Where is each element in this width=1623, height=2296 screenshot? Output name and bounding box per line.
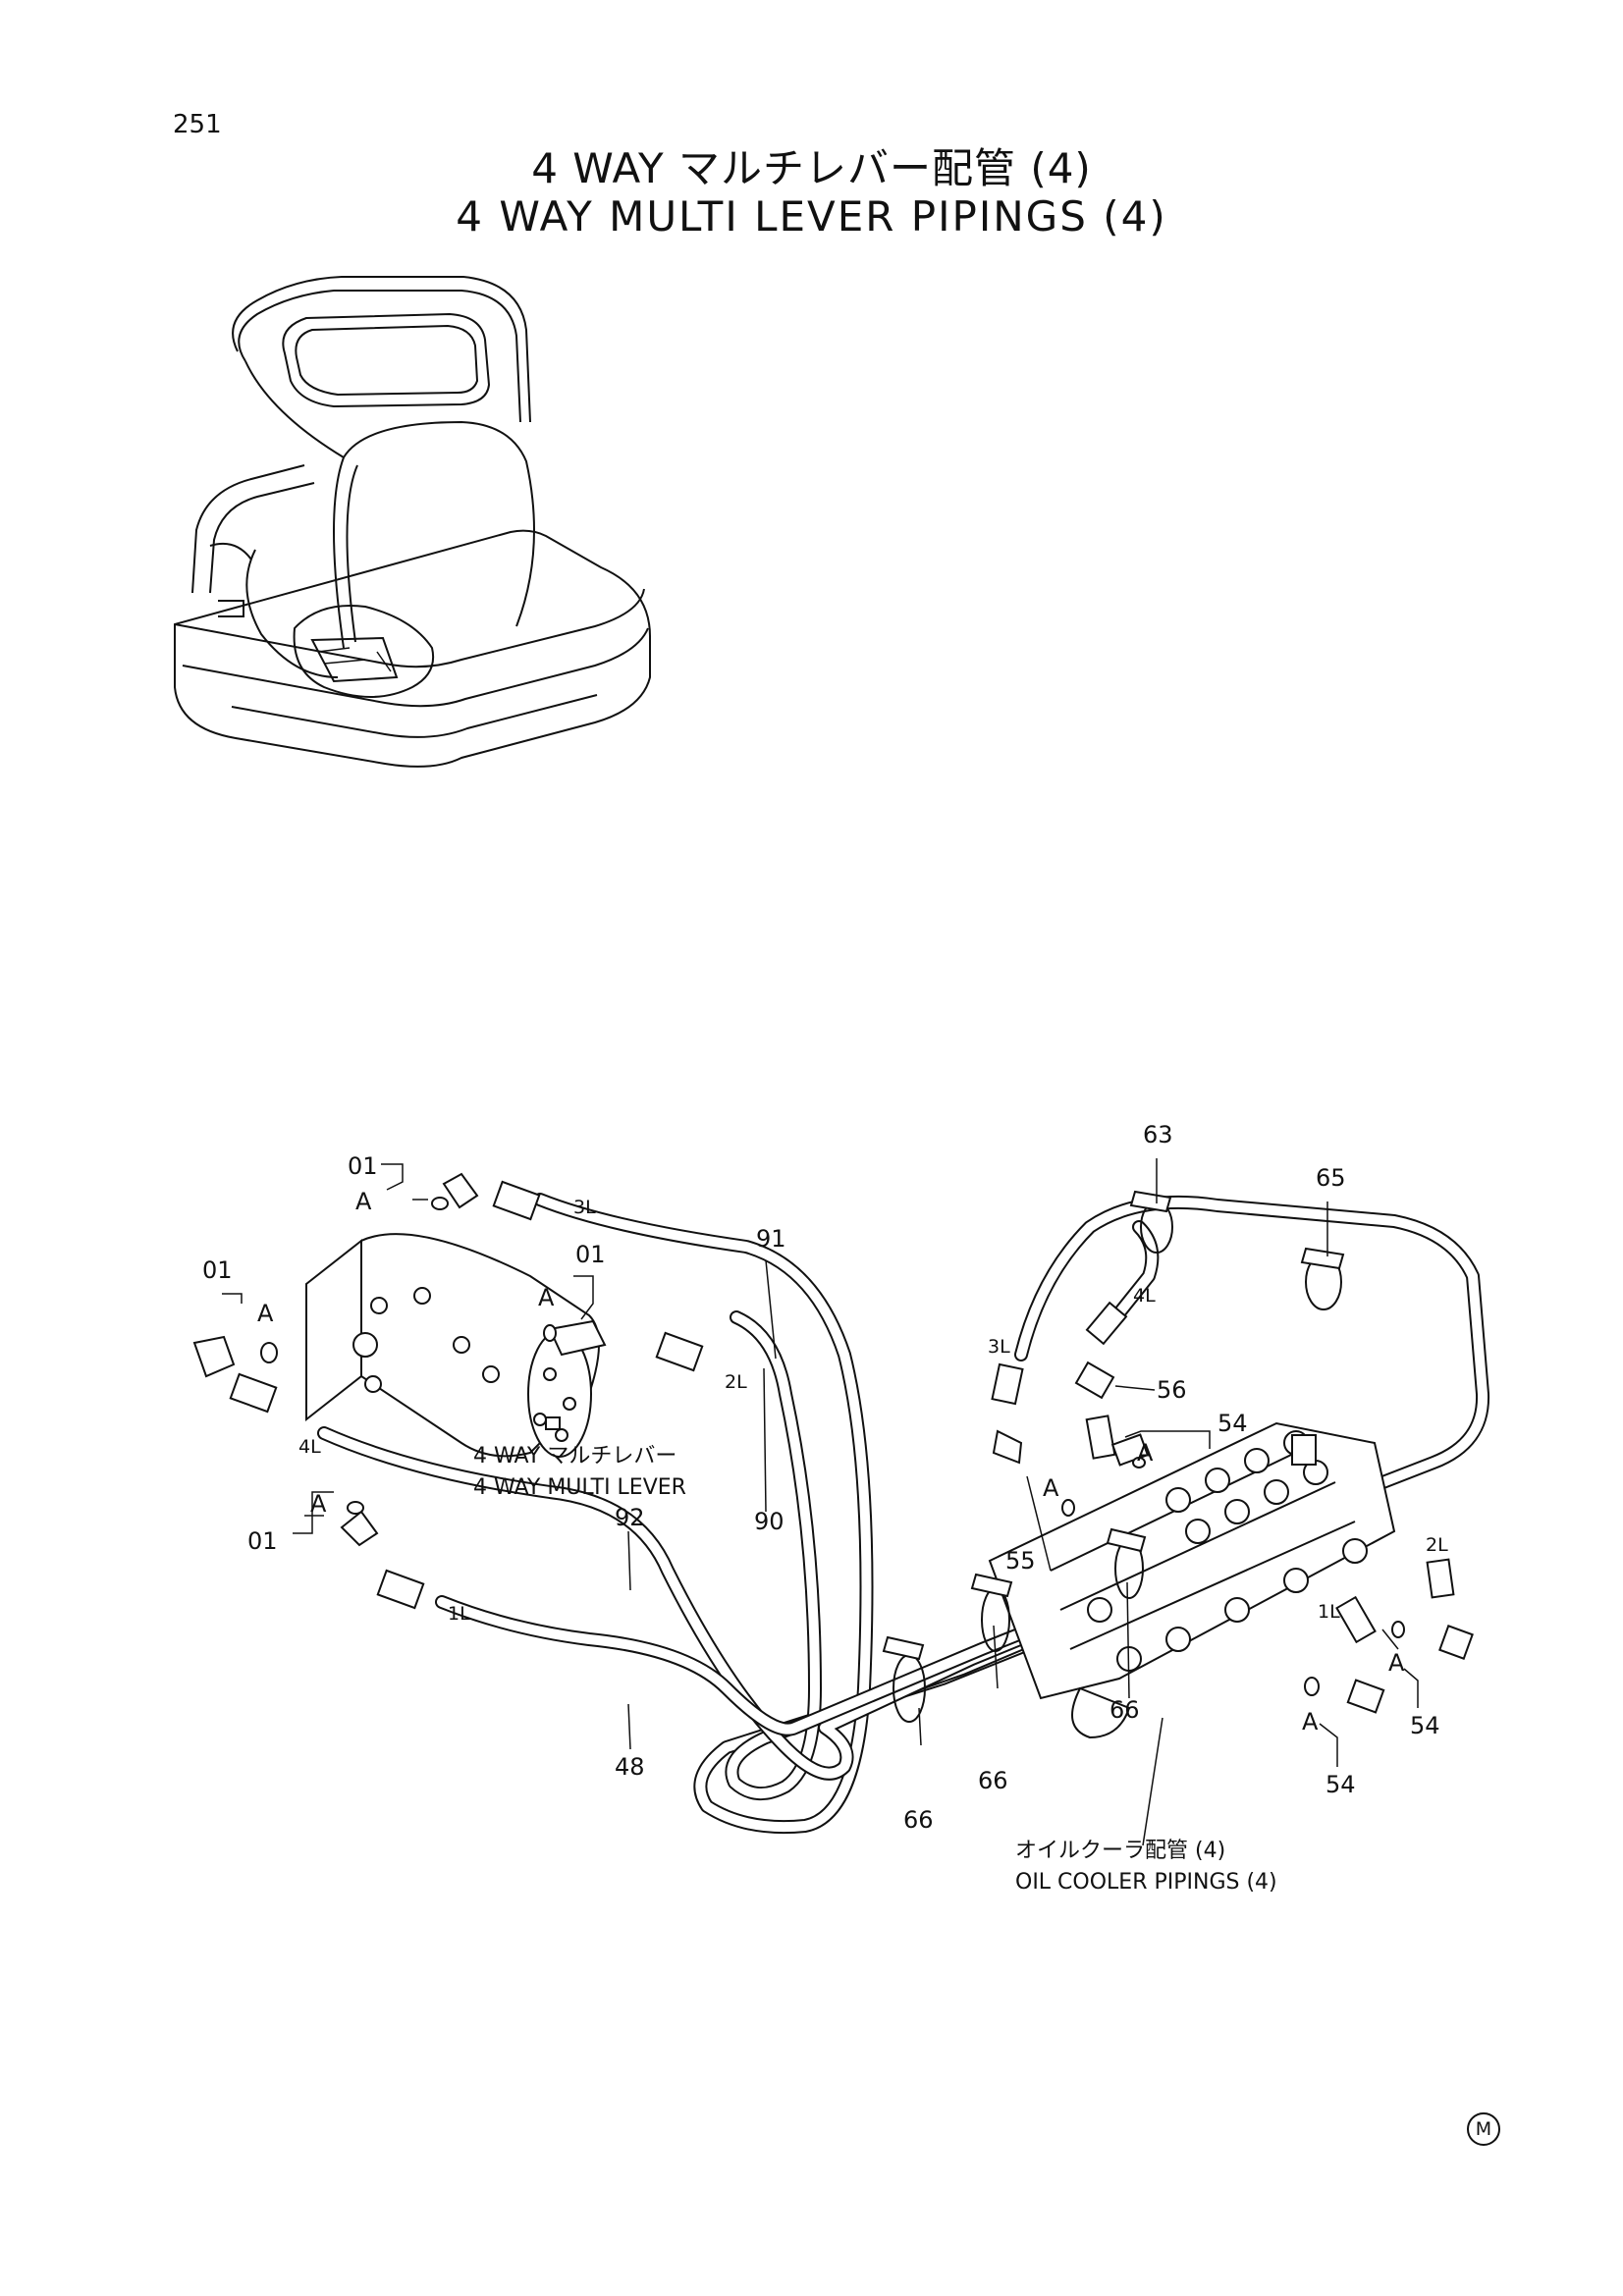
port-1l-right: 1L (1318, 1601, 1340, 1623)
callout-92: 92 (615, 1504, 645, 1531)
callout-90: 90 (754, 1508, 784, 1535)
port-3l-right: 3L (988, 1336, 1010, 1358)
port-4l-left: 4L (298, 1436, 321, 1458)
callout-48: 48 (615, 1753, 645, 1781)
callout-54-mid: 54 (1410, 1712, 1440, 1739)
a-mark-r4: A (1302, 1708, 1319, 1735)
hose-clamps (882, 1190, 1345, 1723)
callout-labels: 01 01 01 01 91 90 92 48 63 65 56 54 55 6… (202, 1121, 1440, 1834)
port-labels: 3L 2L 4L 1L 4L 3L 2L 1L (298, 1197, 1448, 1625)
machine-overview-illustration (174, 276, 651, 768)
a-mark-r3: A (1388, 1649, 1405, 1677)
caption-lever-english: 4 WAY MULTI LEVER (473, 1475, 686, 1500)
callout-66-a: 66 (1109, 1696, 1140, 1724)
port-4l-right: 4L (1133, 1285, 1156, 1307)
callout-91: 91 (756, 1225, 786, 1253)
callout-01-mid: 01 (575, 1241, 606, 1268)
captions: 4 WAY マルチレバー 4 WAY MULTI LEVER オイルクーラ配管 … (473, 1444, 1277, 1895)
a-mark-r2: A (1043, 1474, 1059, 1502)
right-fittings (991, 1301, 1474, 1714)
a-mark-top: A (355, 1188, 372, 1215)
caption-cooler-english: OIL COOLER PIPINGS (4) (1015, 1870, 1277, 1895)
a-mark-low: A (310, 1490, 327, 1518)
hose-bundle (317, 1193, 1175, 1835)
callout-66-b: 66 (978, 1767, 1008, 1794)
callout-54-bot: 54 (1325, 1771, 1356, 1798)
port-3l-left: 3L (573, 1197, 596, 1218)
a-mark-mid: A (538, 1284, 555, 1311)
control-valve-block (988, 1421, 1396, 1739)
a-mark-r1: A (1137, 1439, 1154, 1467)
page-title-english: 4 WAY MULTI LEVER PIPINGS (4) (456, 192, 1167, 240)
callout-54-top: 54 (1217, 1410, 1248, 1437)
a-mark-left: A (257, 1300, 274, 1327)
callout-56: 56 (1157, 1376, 1187, 1404)
callout-55: 55 (1005, 1547, 1036, 1575)
page-title-japanese: 4 WAY マルチレバー配管 (4) (531, 144, 1092, 192)
callout-01-low: 01 (247, 1527, 278, 1555)
port-2l-left: 2L (725, 1371, 747, 1393)
callout-63: 63 (1143, 1121, 1173, 1148)
callout-01-top: 01 (348, 1152, 378, 1180)
multi-lever-valve (305, 1233, 600, 1458)
page-number: 251 (173, 110, 222, 139)
port-1l-left: 1L (448, 1603, 470, 1625)
manufacturer-mark: M (1467, 2112, 1500, 2146)
caption-lever-japanese: 4 WAY マルチレバー (473, 1444, 676, 1468)
caption-cooler-japanese: オイルクーラ配管 (4) (1015, 1839, 1225, 1863)
port-2l-right: 2L (1426, 1534, 1448, 1556)
left-fittings (192, 1172, 704, 1610)
callout-65: 65 (1316, 1164, 1346, 1192)
callout-01-left: 01 (202, 1256, 233, 1284)
callout-66-c: 66 (903, 1806, 934, 1834)
leader-lines (222, 1158, 1419, 1846)
